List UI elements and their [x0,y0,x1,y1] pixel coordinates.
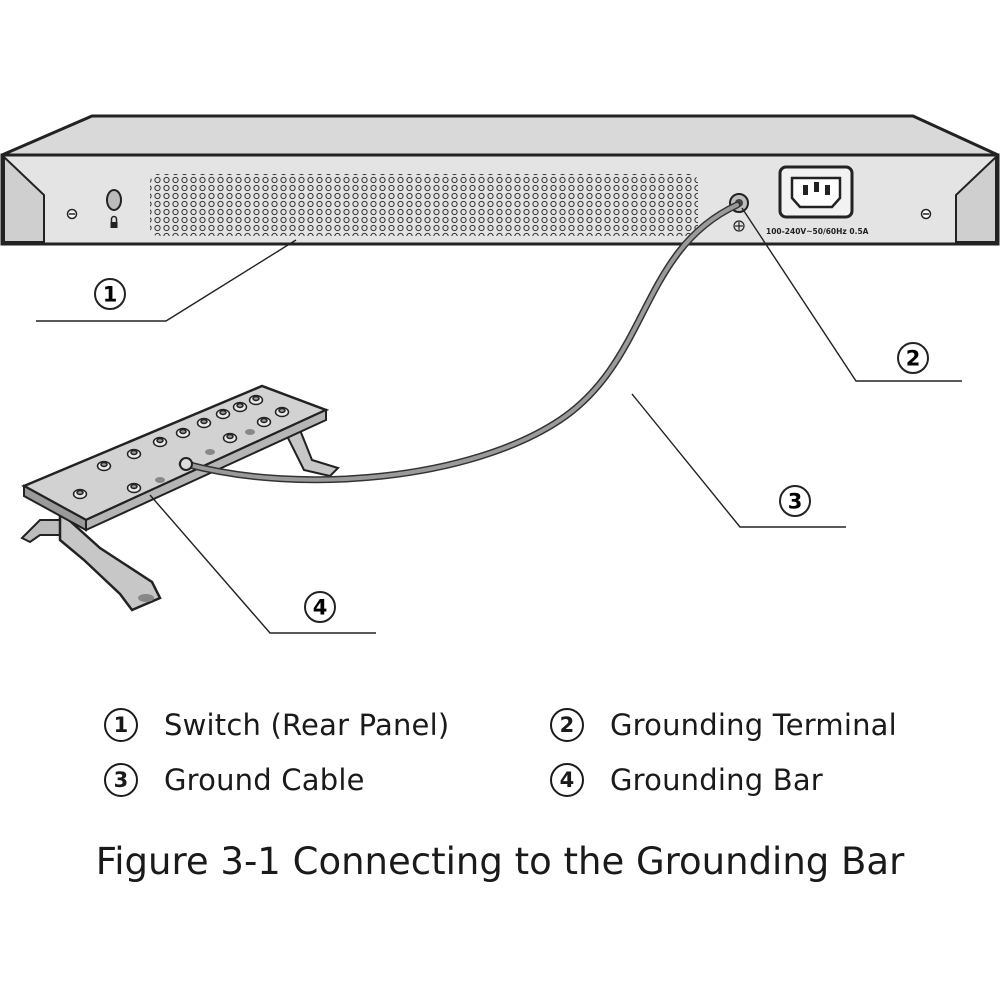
bolt-icon [196,417,212,429]
bolt-icon [256,416,272,428]
switch-top-surface [1,114,999,157]
mounting-hole [245,429,255,435]
bolt-icon [126,448,142,460]
bar-plate-top [21,384,330,522]
left-mount-bracket [3,154,45,243]
screw-icon [66,208,78,220]
bolt-icon [72,488,88,500]
power-socket-icon [778,165,854,219]
callout-3: 3 [779,485,811,517]
leader-line-3 [631,393,846,528]
callout-1: 1 [94,278,126,310]
right-mount-bracket [955,154,997,243]
svg-text:3: 3 [788,490,803,514]
bar-bracket-right [284,428,340,478]
bolt-icon [232,401,248,413]
bolt-icon [96,460,112,472]
leader-line-1 [36,239,297,322]
svg-text:4: 4 [313,596,328,620]
bolt-icon [175,427,191,439]
switch-rear-panel: 100-240V~50/60Hz 0.5A [0,114,1000,246]
callout-2: 2 [897,342,929,374]
cable-lug-icon [179,457,193,471]
bar-bracket-front [58,509,162,612]
svg-text:1: 1 [103,283,118,307]
callout-4: 4 [304,591,336,623]
power-rating-label: 100-240V~50/60Hz 0.5A [766,227,869,236]
mounting-hole [205,449,215,455]
bolt-icon [248,394,264,406]
leader-line-2 [741,207,962,382]
mounting-hole [155,477,165,483]
screw-icon [920,208,932,220]
ground-cable-core [184,203,739,482]
figure-caption: Figure 3-1 Connecting to the Grounding B… [95,840,905,883]
bolt-icon [152,436,168,448]
bolt-icon [126,482,142,494]
bolt-icon [215,408,231,420]
security-lock-slot-icon [106,189,122,228]
bolt-icon [274,406,290,418]
grounding-bar [20,384,340,612]
leader-line-4 [149,494,376,634]
bolt-icon [222,432,238,444]
ventilation-grille [150,174,698,236]
svg-text:2: 2 [906,347,921,371]
